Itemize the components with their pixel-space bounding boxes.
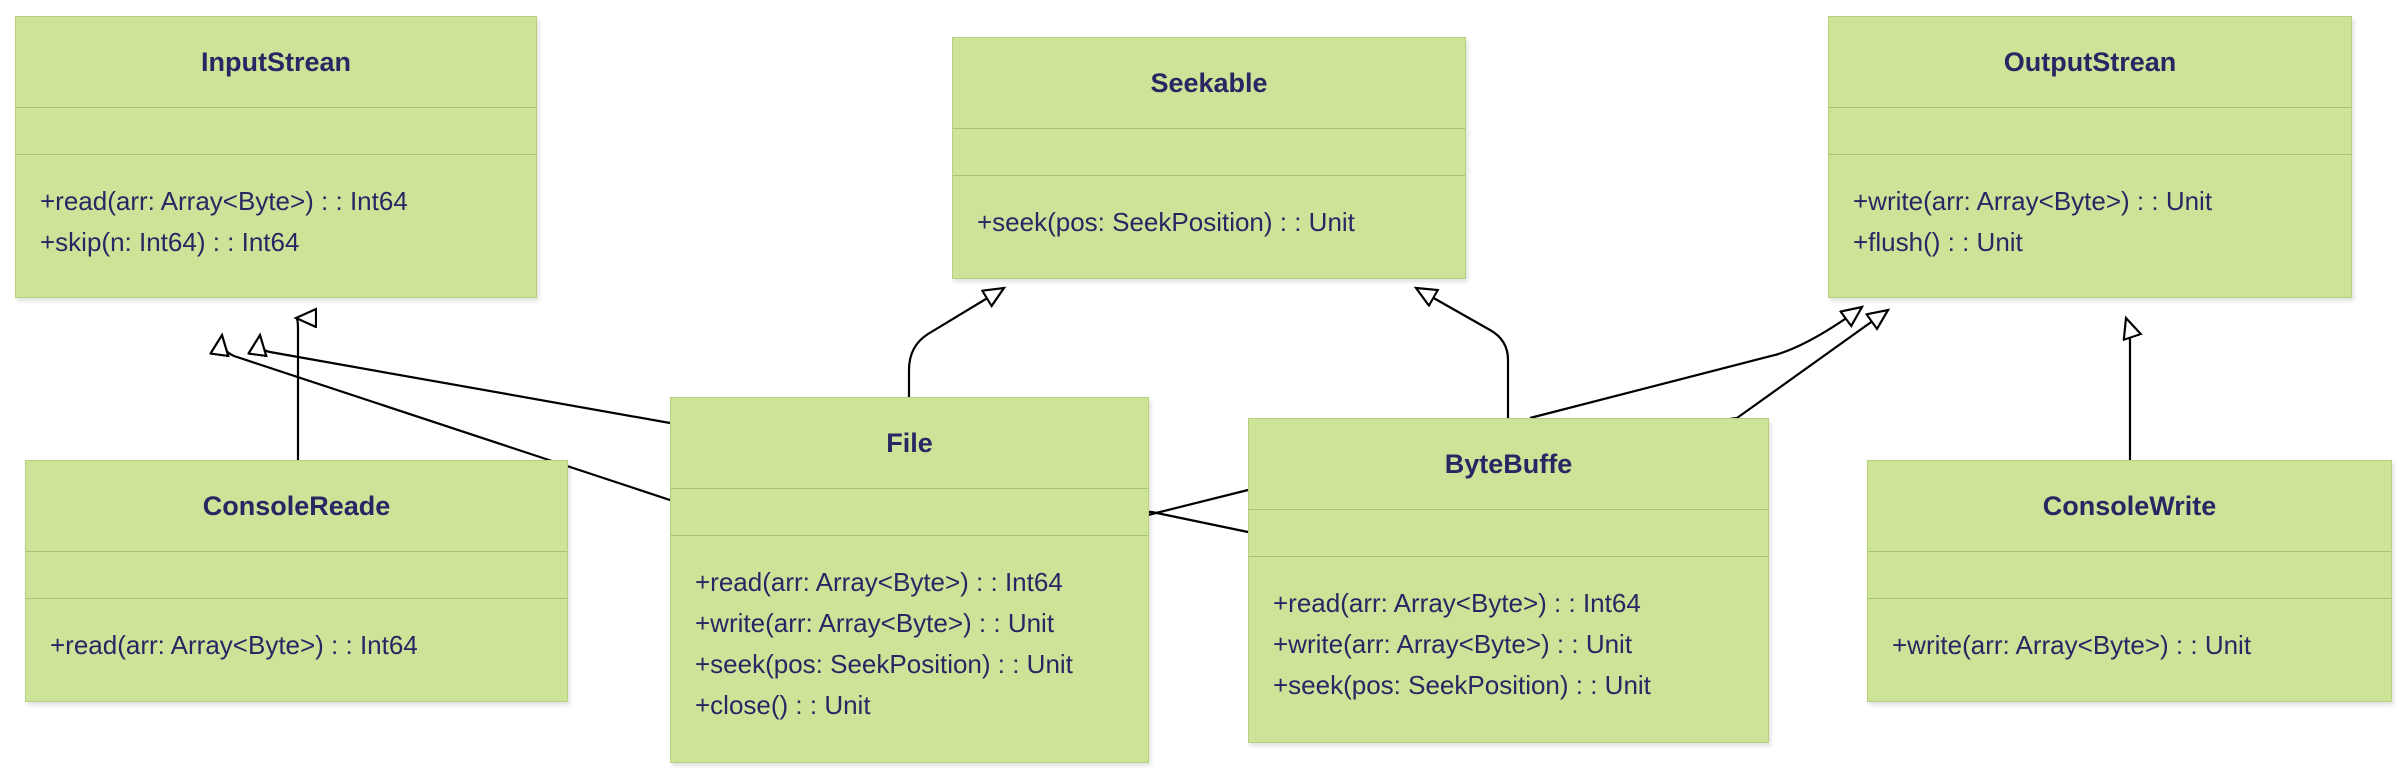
method: +read(arr: Array<Byte>) : : Int64 [695,567,1063,597]
edge-bytebuffer-inputstream [222,335,1249,534]
edge-file-inputstream [260,335,671,425]
class-seekable[interactable]: Seekable +seek(pos: SeekPosition) : : Un… [952,37,1466,279]
method: +write(arr: Array<Byte>) : : Unit [1273,629,1633,659]
edge-bytebuffer-outputstream [1529,307,1862,420]
method: +seek(pos: SeekPosition) : : Unit [1273,670,1651,700]
class-attributes [953,129,1465,176]
class-name: Seekable [953,38,1465,129]
method: +read(arr: Array<Byte>) : : Int64 [50,630,418,660]
method: +read(arr: Array<Byte>) : : Int64 [1273,588,1641,618]
edge-consolereader-inputstream [296,318,298,460]
class-name: OutputStrean [1829,17,2351,108]
class-attributes [1868,552,2391,599]
method: +write(arr: Array<Byte>) : : Unit [1892,630,2252,660]
class-methods: +read(arr: Array<Byte>) : : Int64 +skip(… [16,155,536,263]
class-bytebuffer[interactable]: ByteBuffe +read(arr: Array<Byte>) : : In… [1248,418,1769,743]
method: +skip(n: Int64) : : Int64 [40,227,300,257]
class-name: InputStrean [16,17,536,108]
method: +read(arr: Array<Byte>) : : Int64 [40,186,408,216]
class-methods: +read(arr: Array<Byte>) : : Int64 +write… [1249,557,1768,706]
method: +seek(pos: SeekPosition) : : Unit [695,649,1073,679]
class-name: ByteBuffe [1249,419,1768,510]
edge-bytebuffer-seekable [1416,288,1510,418]
class-attributes [1829,108,2351,155]
method: +flush() : : Unit [1853,227,2023,257]
class-methods: +write(arr: Array<Byte>) : : Unit +flush… [1829,155,2351,263]
class-inputstream[interactable]: InputStrean +read(arr: Array<Byte>) : : … [15,16,537,298]
class-methods: +write(arr: Array<Byte>) : : Unit [1868,599,2391,666]
class-attributes [1249,510,1768,557]
class-name: File [671,398,1148,489]
class-outputstream[interactable]: OutputStrean +write(arr: Array<Byte>) : … [1828,16,2352,298]
class-methods: +read(arr: Array<Byte>) : : Int64 +write… [671,536,1148,726]
class-name: ConsoleReade [26,461,567,552]
method: +write(arr: Array<Byte>) : : Unit [695,608,1055,638]
edge-file-seekable [907,288,1004,397]
method: +seek(pos: SeekPosition) : : Unit [977,207,1355,237]
method: +close() : : Unit [695,690,871,720]
class-consolereader[interactable]: ConsoleReade +read(arr: Array<Byte>) : :… [25,460,568,702]
class-consolewriter[interactable]: ConsoleWrite +write(arr: Array<Byte>) : … [1867,460,2392,702]
edge-consolewriter-outputstream [2126,318,2130,460]
method: +write(arr: Array<Byte>) : : Unit [1853,186,2213,216]
class-file[interactable]: File +read(arr: Array<Byte>) : : Int64 +… [670,397,1149,763]
class-methods: +read(arr: Array<Byte>) : : Int64 [26,599,567,666]
class-attributes [26,552,567,599]
class-name: ConsoleWrite [1868,461,2391,552]
class-attributes [16,108,536,155]
class-methods: +seek(pos: SeekPosition) : : Unit [953,176,1465,243]
class-attributes [671,489,1148,536]
